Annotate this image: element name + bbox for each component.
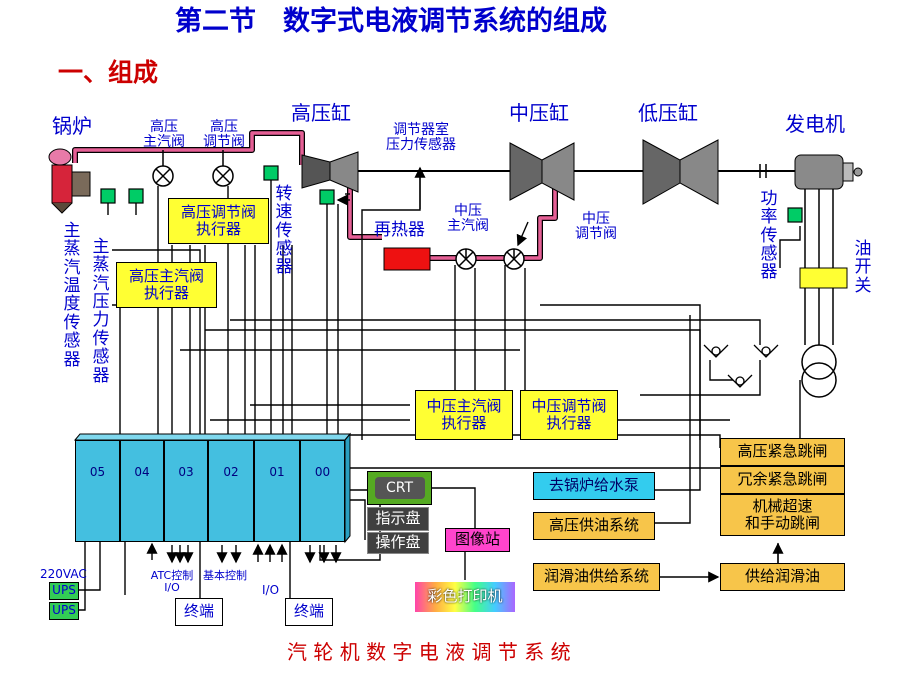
hp-oil-system-box[interactable]: 高压供油系统 xyxy=(533,512,655,540)
lp-cylinder-label: 低压缸 xyxy=(638,101,698,125)
controller-module[interactable]: 04 xyxy=(120,440,164,542)
valve-icons xyxy=(152,150,525,270)
lube-oil-system-box[interactable]: 润滑油供给系统 xyxy=(533,563,660,591)
generator-icon xyxy=(794,154,863,190)
ip-main-valve-actuator[interactable]: 中压主汽阀 执行器 xyxy=(415,390,513,440)
power-sensor-label: 功率传感器 xyxy=(760,189,778,283)
footer-title: 汽 轮 机 数 字 电 液 调 节 系 统 xyxy=(287,640,571,664)
relay-icons xyxy=(703,344,779,388)
hp-turbine-icon xyxy=(301,151,359,193)
redundant-emergency-trip-box[interactable]: 冗余紧急跳闸 xyxy=(720,466,845,494)
ip-ctrl-valve-actuator[interactable]: 中压调节阀 执行器 xyxy=(520,390,618,440)
controller-module[interactable]: 05 xyxy=(75,440,120,542)
page-title: 第二节 数字式电液调节系统的组成 xyxy=(175,6,607,37)
hp-main-valve-label: 高压 主汽阀 xyxy=(143,119,185,151)
ups-box[interactable]: UPS xyxy=(49,582,79,600)
controller-module[interactable]: 01 xyxy=(254,440,300,542)
hp-main-valve-actuator[interactable]: 高压主汽阀 执行器 xyxy=(116,262,217,308)
hp-ctrl-valve-actuator[interactable]: 高压调节阀 执行器 xyxy=(168,198,269,244)
to-boiler-pump-box[interactable]: 去锅炉给水泵 xyxy=(533,472,655,500)
hp-emergency-trip-box[interactable]: 高压紧急跳闸 xyxy=(720,438,845,466)
basic-ctrl-label: 基本控制 xyxy=(203,569,247,582)
lube-supply-box[interactable]: 供给润滑油 xyxy=(720,563,845,591)
v220-label: 220VAC xyxy=(40,567,87,581)
reheater-icon xyxy=(383,247,431,271)
reheater-label: 再热器 xyxy=(374,220,425,240)
ups-box[interactable]: UPS xyxy=(49,602,79,620)
crt-monitor[interactable]: CRT xyxy=(367,471,432,505)
hp-cylinder-label: 高压缸 xyxy=(291,101,351,125)
terminal-box[interactable]: 终端 xyxy=(285,598,333,626)
hp-ctrl-valve-label: 高压 调节阀 xyxy=(203,119,245,151)
controller-module[interactable]: 03 xyxy=(164,440,208,542)
boiler-label: 锅炉 xyxy=(52,114,92,138)
reg-room-sensor-label: 调节器室 压力传感器 xyxy=(386,122,456,154)
overspeed-manual-trip-box[interactable]: 机械超速 和手动跳闸 xyxy=(720,494,845,536)
image-station-box[interactable]: 图像站 xyxy=(445,528,510,552)
lp-turbine-icon xyxy=(642,139,719,205)
section-title: 一、组成 xyxy=(58,58,159,87)
atc-io-label: ATC控制 I/O xyxy=(150,569,194,594)
speed-sensor-label: 转速传感器 xyxy=(275,184,293,278)
io-label: I/O xyxy=(262,583,280,597)
crt-screen: CRT xyxy=(374,477,425,499)
terminal-box[interactable]: 终端 xyxy=(175,598,223,626)
indicator-panel[interactable]: 指示盘 xyxy=(367,507,429,531)
operation-panel[interactable]: 操作盘 xyxy=(367,532,429,554)
controller-module[interactable]: 00 xyxy=(300,440,345,542)
steam-temp-sensor-label: 主蒸汽温度传感器 xyxy=(63,221,81,370)
sensor-icons xyxy=(100,165,803,223)
controller-module[interactable]: 02 xyxy=(208,440,254,542)
ip-turbine-icon xyxy=(509,142,575,201)
generator-label: 发电机 xyxy=(785,112,845,136)
oil-switch-label: 油开关 xyxy=(854,239,872,296)
ip-ctrl-valve-label: 中压 调节阀 xyxy=(575,211,617,243)
oil-switch-icon xyxy=(799,267,848,289)
steam-press-sensor-label: 主蒸汽压力传感器 xyxy=(92,237,110,386)
boiler-icon xyxy=(48,148,91,214)
ip-cylinder-label: 中压缸 xyxy=(509,101,569,125)
color-printer-box[interactable]: 彩色打印机 xyxy=(415,582,515,612)
ip-main-valve-label: 中压 主汽阀 xyxy=(447,203,489,235)
